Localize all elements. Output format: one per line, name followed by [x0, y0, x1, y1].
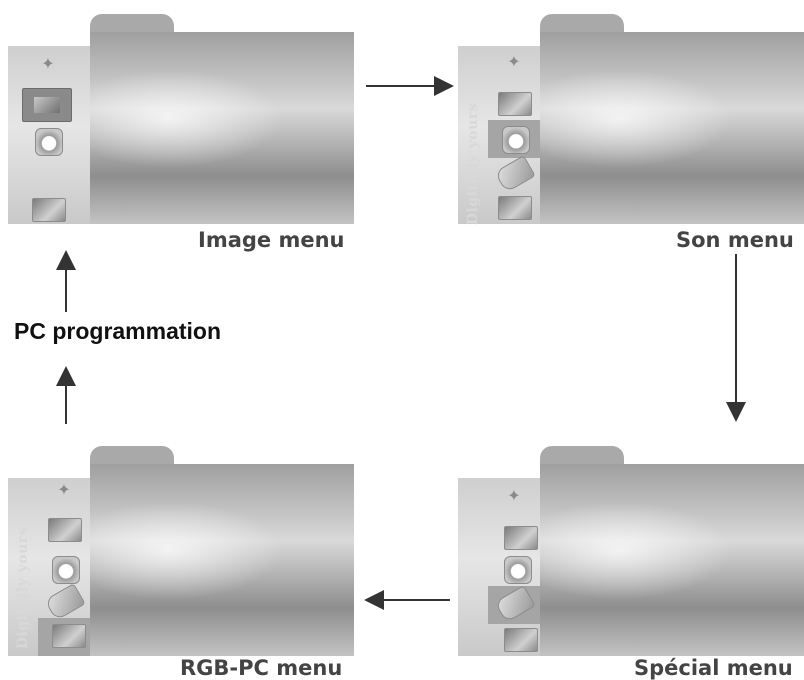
special-menu-caption: Spécial menu	[634, 656, 793, 680]
image-menu-sidebar: ✦	[8, 46, 92, 224]
tool-icon[interactable]: ✦	[41, 54, 55, 73]
picture-icon[interactable]	[498, 92, 532, 116]
pc-icon[interactable]	[52, 624, 86, 648]
special-menu-panel: ✦	[458, 446, 804, 658]
image-menu-content	[90, 14, 354, 224]
picture-icon[interactable]	[48, 518, 82, 542]
image-menu-panel: ✦	[8, 14, 354, 226]
pc-icon[interactable]	[32, 198, 66, 222]
tool-icon[interactable]: ✦	[507, 486, 521, 505]
special-menu-sidebar: ✦	[458, 478, 542, 656]
sound-icon[interactable]	[35, 128, 63, 156]
rgbpc-menu-content	[90, 446, 354, 656]
son-menu-content	[540, 14, 804, 224]
sound-icon[interactable]	[502, 126, 530, 154]
sound-icon[interactable]	[52, 556, 80, 584]
rgbpc-menu-sidebar: Digitally yours ✦	[8, 478, 92, 656]
son-menu-panel: Digitally yours ✦	[458, 14, 804, 226]
tool-icon[interactable]: ✦	[507, 52, 521, 71]
picture-icon[interactable]	[22, 88, 72, 122]
son-menu-caption: Son menu	[676, 228, 794, 252]
sound-icon[interactable]	[504, 556, 532, 584]
image-menu-caption: Image menu	[198, 228, 345, 252]
special-menu-content	[540, 446, 804, 656]
pc-icon[interactable]	[504, 628, 538, 652]
rgbpc-menu-panel: Digitally yours ✦	[8, 446, 354, 658]
pc-icon[interactable]	[498, 196, 532, 220]
tool-icon[interactable]: ✦	[57, 480, 71, 499]
pc-programmation-label: PC programmation	[14, 318, 222, 344]
picture-icon[interactable]	[504, 526, 538, 550]
rgbpc-menu-caption: RGB-PC menu	[180, 656, 343, 680]
